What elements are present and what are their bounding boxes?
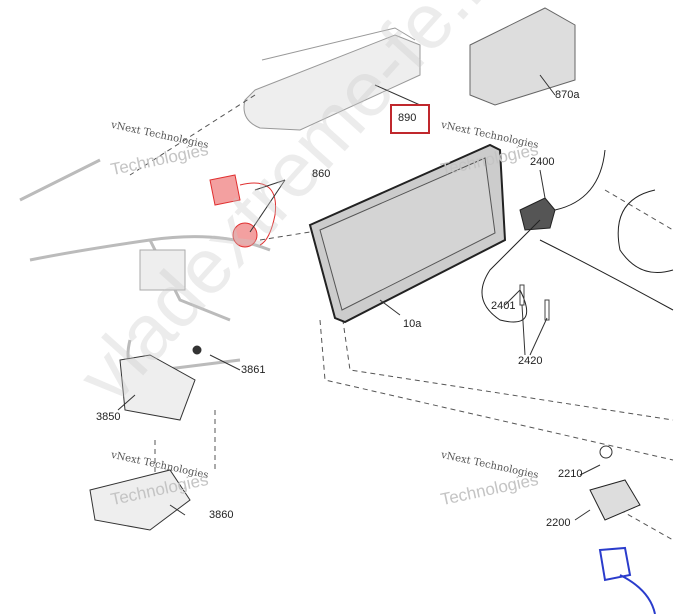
part-label-3850[interactable]: 3850 <box>96 411 121 423</box>
part-module <box>139 249 186 291</box>
part-3860-bracket <box>89 469 191 531</box>
part-2400-switch <box>519 197 556 231</box>
part-2200-sensor <box>589 479 641 521</box>
part-870a-pad <box>469 7 576 106</box>
wire-harness <box>19 158 271 374</box>
part-label-2420[interactable]: 2420 <box>518 355 543 367</box>
part-label-860[interactable]: 860 <box>312 168 331 180</box>
part-890-cover <box>243 34 421 131</box>
part-label-2210[interactable]: 2210 <box>558 468 583 480</box>
part-label-3861[interactable]: 3861 <box>241 364 266 376</box>
part-3850-module <box>119 354 196 421</box>
part-label-2401[interactable]: 2401 <box>491 300 516 312</box>
part-label-3860[interactable]: 3860 <box>209 509 234 521</box>
part-label-870a[interactable]: 870a <box>555 89 580 101</box>
part-label-2200[interactable]: 2200 <box>546 517 571 529</box>
part-blue-connector <box>598 546 656 614</box>
part-label-10a[interactable]: 10a <box>403 318 422 330</box>
part-label-890-selected[interactable]: 890 <box>390 104 431 134</box>
part-860-connectors <box>209 174 277 248</box>
part-label-2400[interactable]: 2400 <box>530 156 555 168</box>
